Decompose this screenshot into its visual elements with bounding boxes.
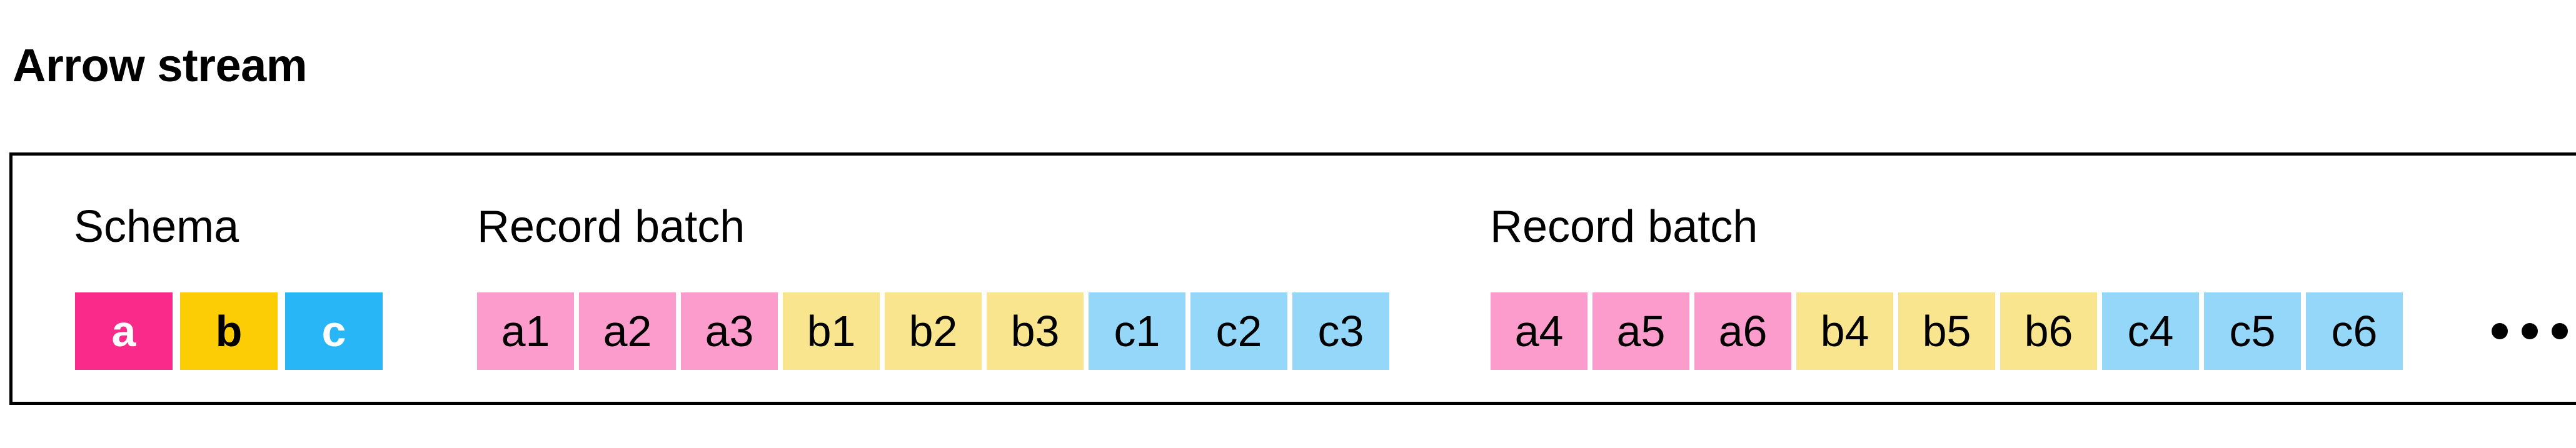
section-label: Record batch bbox=[1490, 202, 1758, 252]
record-batch-cell[interactable]: c5 bbox=[2204, 292, 2301, 370]
record-batch-cell[interactable]: c1 bbox=[1089, 292, 1185, 370]
schema-field-cell[interactable]: c bbox=[285, 292, 383, 370]
record-batch-cell[interactable]: b1 bbox=[783, 292, 880, 370]
ellipsis-dot bbox=[2492, 323, 2508, 339]
record-batch-cell[interactable]: b6 bbox=[2000, 292, 2097, 370]
section-label: Record batch bbox=[477, 202, 745, 252]
record-batch-cell[interactable]: a5 bbox=[1592, 292, 1689, 370]
ellipsis-dot bbox=[2522, 323, 2538, 339]
record-batch-cell[interactable]: a1 bbox=[477, 292, 574, 370]
record-batch-cell[interactable]: b3 bbox=[987, 292, 1084, 370]
page-title: Arrow stream bbox=[13, 39, 308, 91]
record-batch-cell[interactable]: c6 bbox=[2306, 292, 2403, 370]
record-batch-cell[interactable]: a4 bbox=[1491, 292, 1587, 370]
record-batch-cell[interactable]: c3 bbox=[1292, 292, 1389, 370]
record-batch-cell[interactable]: a2 bbox=[579, 292, 676, 370]
schema-field-cell[interactable]: a bbox=[75, 292, 173, 370]
record-batch-cell[interactable]: b4 bbox=[1796, 292, 1893, 370]
record-batch-cell[interactable]: c4 bbox=[2102, 292, 2199, 370]
section-label: Schema bbox=[74, 202, 239, 252]
record-batch-cell[interactable]: b5 bbox=[1898, 292, 1995, 370]
ellipsis-dot bbox=[2552, 323, 2568, 339]
record-batch-cell[interactable]: a6 bbox=[1694, 292, 1791, 370]
schema-field-cell[interactable]: b bbox=[180, 292, 278, 370]
record-batch-cell[interactable]: b2 bbox=[885, 292, 982, 370]
record-batch-cell[interactable]: c2 bbox=[1190, 292, 1287, 370]
ellipsis-icon bbox=[2492, 292, 2568, 370]
record-batch-cell[interactable]: a3 bbox=[681, 292, 778, 370]
